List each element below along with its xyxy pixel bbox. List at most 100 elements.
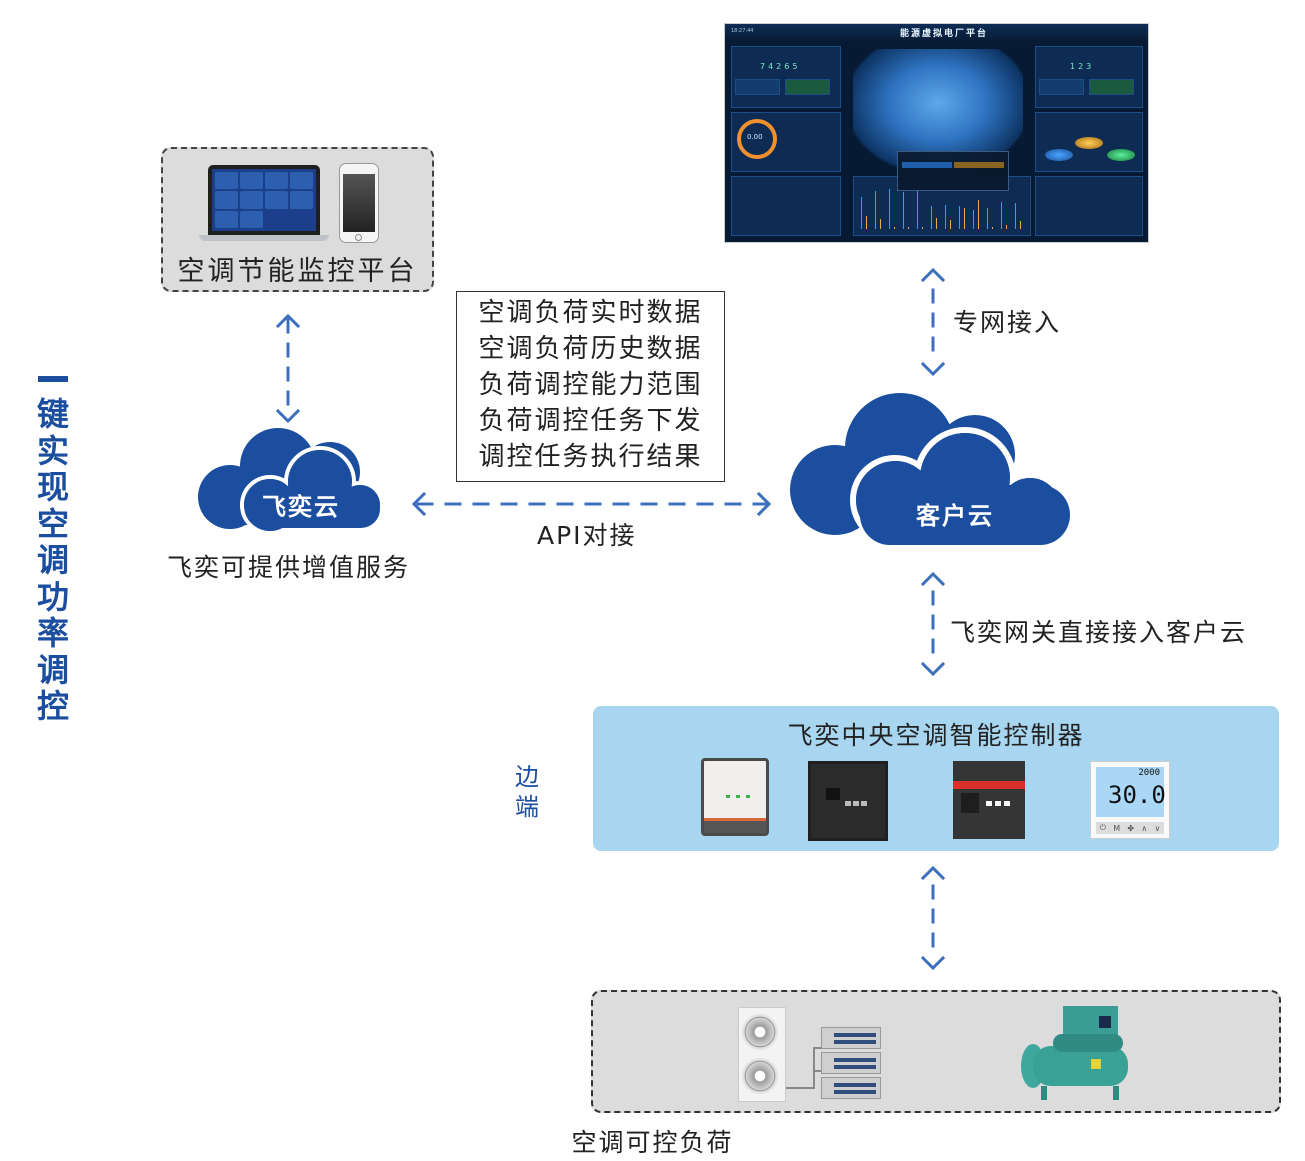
thermostat-keys: ⏻ M ✤ ∧ ∨ — [1096, 822, 1164, 834]
indoor-unit-image — [821, 1052, 881, 1074]
arrow-left-icon — [411, 491, 427, 517]
arrow-private-net — [920, 267, 946, 377]
load-label: 空调可控负荷 — [571, 1128, 734, 1157]
dashboard-counter-left: 74265 — [760, 62, 801, 71]
controller-device-image — [808, 761, 888, 841]
fan-key-icon: ✤ — [1127, 823, 1135, 833]
dashboard-bar-blue — [903, 192, 904, 229]
dashboard-bar-orange — [964, 207, 965, 229]
edge-side-label: 边 端 — [515, 762, 539, 822]
dashboard-bar-blue — [973, 209, 974, 229]
arrow-down-icon — [920, 955, 946, 971]
laptop-image — [208, 165, 320, 235]
thermostat-image: 2000 30.0 ⏻ M ✤ ∧ ∨ — [1090, 761, 1170, 839]
dashboard-bar-blue — [987, 208, 988, 229]
dashboard-bar-orange — [866, 216, 867, 229]
private-net-label: 专网接入 — [953, 308, 1062, 337]
customer-cloud-label: 客户云 — [916, 502, 994, 530]
gauge-value: 0.00 — [747, 133, 763, 141]
arrow-gateway — [920, 571, 946, 677]
customer-cloud-icon — [790, 393, 1070, 545]
mode-key: M — [1113, 823, 1121, 833]
data-exchange-list: 空调负荷实时数据 空调负荷历史数据 负荷调控能力范围 负荷调控任务下发 调控任务… — [456, 291, 725, 482]
dashboard-stat-a-card — [735, 79, 780, 95]
power-key-icon: ⏻ — [1099, 823, 1106, 832]
side-title: 键 实 现 空 调 功 率 调 控 — [30, 372, 76, 725]
arrow-down-icon — [920, 661, 946, 677]
dashboard-stat-c-card — [1039, 79, 1084, 95]
dashboard-title: 能源虚拟电厂平台 — [900, 29, 989, 39]
up-key-icon: ∧ — [1141, 823, 1148, 833]
indoor-unit-image — [821, 1077, 881, 1099]
virtual-power-plant-dashboard: 18:27:44 能源虚拟电厂平台 74265 0.00 123 — [724, 23, 1149, 243]
data-item: 空调负荷实时数据 — [478, 298, 703, 328]
arrow-up-icon — [275, 313, 301, 329]
side-title-char: 调 — [36, 541, 69, 579]
arrow-api — [411, 491, 772, 517]
feiyi-cloud-caption: 飞奕可提供增值服务 — [167, 553, 411, 582]
dashboard-bar-orange — [908, 227, 909, 229]
arrow-down-icon — [920, 361, 946, 377]
dashboard-counter-right: 123 — [1070, 62, 1095, 71]
china-map — [853, 49, 1023, 169]
side-title-char: 率 — [36, 614, 69, 652]
gateway-device-image — [701, 758, 769, 836]
dashboard-bar-blue — [931, 206, 932, 229]
data-item: 空调负荷历史数据 — [478, 334, 703, 364]
side-title-char: 控 — [36, 687, 69, 725]
dashboard-header — [725, 24, 1148, 42]
controllable-load-box — [591, 990, 1281, 1113]
data-item: 调控任务执行结果 — [478, 442, 703, 472]
down-key-icon: ∨ — [1154, 823, 1161, 833]
dashboard-bar-blue — [889, 188, 890, 229]
arrow-up-icon — [920, 865, 946, 881]
arrow-right-icon — [756, 491, 772, 517]
energy-monitoring-platform-box: 空调节能监控平台 — [161, 147, 434, 292]
side-title-char: 键 — [36, 395, 69, 433]
dashboard-bar-chart — [855, 184, 1025, 229]
phone-image — [339, 163, 379, 243]
dashboard-glow-green — [1107, 149, 1135, 161]
dashboard-bar-orange — [894, 226, 895, 229]
feiyi-cloud-label: 飞奕云 — [262, 493, 340, 521]
api-link-label: API对接 — [537, 521, 637, 550]
platform-label: 空调节能监控平台 — [177, 256, 418, 287]
thermostat-small-readout: 2000 — [1138, 768, 1160, 778]
dashboard-bar-blue — [945, 205, 946, 229]
dashboard-region-popup — [897, 151, 1009, 191]
centrifugal-chiller-image — [1021, 1006, 1128, 1100]
dashboard-panel-right-top — [1035, 46, 1143, 108]
dashboard-stat-b-card — [785, 79, 830, 95]
edge-side-char: 端 — [515, 793, 539, 821]
side-title-char: 现 — [36, 468, 69, 506]
thermostat-temp: 30.0 — [1108, 781, 1166, 809]
laptop-base — [199, 235, 329, 241]
vrf-outdoor-unit-image — [738, 1007, 786, 1102]
arrow-down-icon — [275, 408, 301, 424]
indoor-unit-image — [821, 1027, 881, 1049]
din-rail-controller-image — [953, 761, 1025, 839]
dashboard-bar-orange — [1006, 225, 1007, 229]
dashboard-bar-blue — [1001, 201, 1002, 229]
edge-controller-box: 飞奕中央空调智能控制器 2000 30.0 ⏻ M ✤ ∧ ∨ — [593, 706, 1279, 851]
dashboard-bar-orange — [978, 199, 979, 229]
dashboard-bar-blue — [861, 196, 862, 229]
dashboard-bar-orange — [922, 227, 923, 229]
dashboard-glow-orange — [1075, 137, 1103, 149]
dashboard-bar-orange — [1020, 221, 1021, 229]
side-title-char: 实 — [36, 431, 69, 470]
feiyi-cloud-icon — [198, 428, 384, 535]
dashboard-bar-blue — [917, 189, 918, 229]
side-title-char: 功 — [36, 577, 69, 616]
dashboard-bar-blue — [959, 206, 960, 229]
arrow-edge-load — [920, 865, 946, 971]
side-title-char: 调 — [36, 650, 69, 689]
arrow-up-icon — [920, 571, 946, 587]
dashboard-bar-blue — [1015, 203, 1016, 229]
edge-title: 飞奕中央空调智能控制器 — [787, 721, 1085, 750]
side-title-dash — [38, 376, 68, 382]
arrow-up-icon — [920, 267, 946, 283]
dashboard-panel-right-bottom — [1035, 176, 1143, 236]
dashboard-panel-left-top — [731, 46, 841, 108]
